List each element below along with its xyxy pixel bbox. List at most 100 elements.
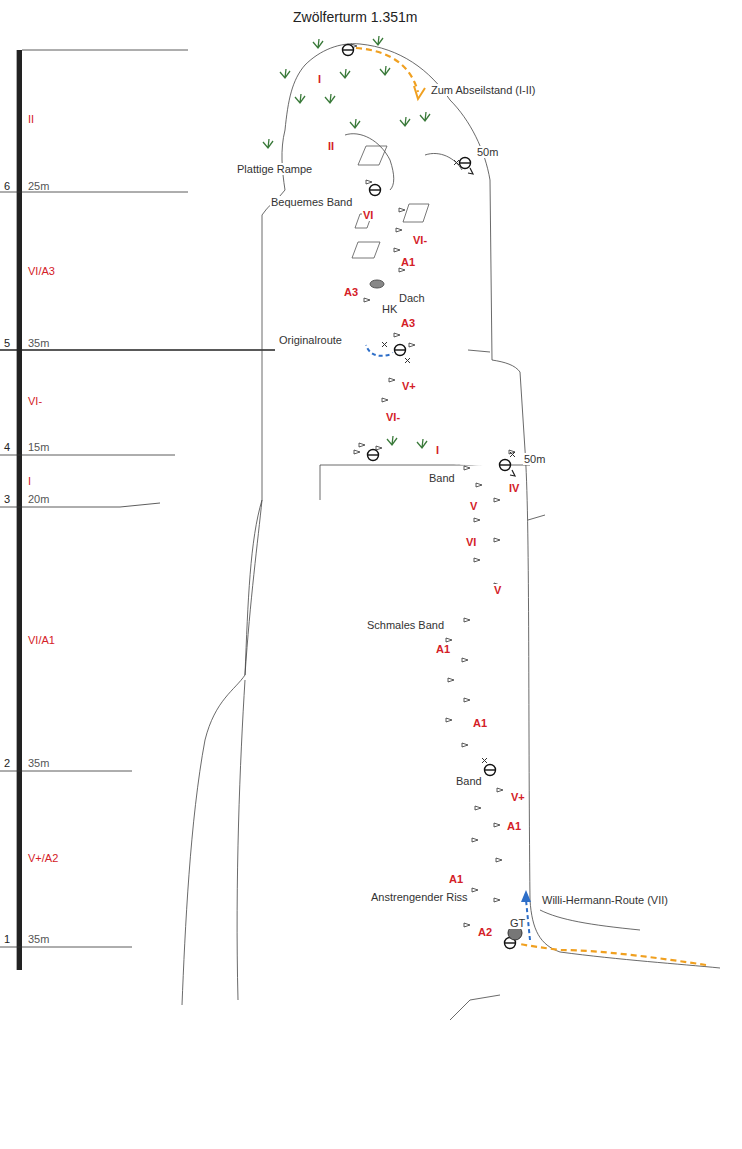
piton (497, 788, 503, 792)
grade: VI- (412, 234, 428, 246)
grass (340, 69, 350, 78)
piton (472, 838, 478, 842)
piton (496, 858, 502, 862)
scale-grade: VI/A1 (28, 634, 55, 646)
piton (394, 333, 400, 337)
place-name: Dach (398, 292, 426, 304)
piton (462, 658, 468, 662)
belay-bar (500, 464, 511, 465)
piton-marks (351, 44, 515, 932)
rock-outline (182, 44, 720, 1020)
belay-station (343, 45, 354, 56)
pitch-length: 35m (28, 337, 49, 349)
piton (399, 268, 405, 272)
piton (464, 466, 470, 470)
piton (464, 618, 470, 622)
scale-grade: II (28, 113, 34, 125)
piton (474, 558, 480, 562)
pitch-length: 20m (28, 493, 49, 505)
belay-bar (485, 769, 496, 770)
grade: II (327, 140, 335, 152)
grade: V+ (401, 380, 417, 392)
place-name: Band (428, 472, 456, 484)
place-name: Bequemes Band (270, 196, 353, 208)
pitch-length: 15m (28, 441, 49, 453)
piton (448, 678, 454, 682)
scale-grade: I (28, 475, 31, 487)
abseil-arrow (468, 168, 473, 174)
piton (494, 823, 500, 827)
place-name: HK (381, 303, 398, 315)
scale-bar (0, 50, 275, 970)
place-name: Schmales Band (366, 619, 445, 631)
pitch-length: 25m (28, 180, 49, 192)
grade: V+ (510, 791, 526, 803)
grass (380, 66, 390, 75)
grass-marks (263, 36, 430, 448)
belay-station (500, 460, 511, 471)
place-name: Band (455, 775, 483, 787)
piton (464, 923, 470, 927)
pitch-number: 6 (4, 180, 10, 192)
grade: A3 (400, 317, 416, 329)
place-name: Plattige Rampe (236, 163, 313, 175)
belay-station (368, 450, 379, 461)
piton (446, 638, 452, 642)
place-name: Originalroute (278, 334, 343, 346)
pitch-number: 2 (4, 757, 10, 769)
grass (417, 439, 427, 448)
piton (366, 180, 372, 184)
scale-grade: VI- (28, 395, 42, 407)
grade: IV (508, 482, 520, 494)
scale-grade: VI/A3 (28, 265, 55, 277)
pitch-length: 35m (28, 757, 49, 769)
piton (462, 743, 468, 747)
grade: A1 (400, 256, 416, 268)
grade: A1 (448, 873, 464, 885)
grade: I (435, 444, 440, 456)
belay-stations (343, 45, 516, 949)
length: 50m (523, 453, 546, 465)
title: Zwölferturm 1.351m (293, 10, 417, 25)
piton (476, 483, 482, 487)
scale-grade: V+/A2 (28, 852, 58, 864)
piton (474, 518, 480, 522)
grass (350, 119, 360, 128)
roof-hook (370, 280, 384, 288)
place-name: GT (509, 917, 526, 929)
grade: A1 (506, 820, 522, 832)
grass (373, 36, 383, 45)
grade: VI (465, 536, 477, 548)
piton (399, 208, 405, 212)
grade: A1 (472, 717, 488, 729)
pitch-length: 35m (28, 933, 49, 945)
grass (387, 436, 397, 445)
belay-bar (368, 454, 379, 455)
grass (263, 139, 273, 148)
piton (354, 450, 360, 454)
grass (420, 112, 430, 121)
grade: VI- (385, 411, 401, 423)
pitch-number: 1 (4, 933, 10, 945)
grass (280, 69, 290, 78)
piton (394, 248, 400, 252)
grass (325, 94, 335, 103)
piton (409, 343, 415, 347)
piton (464, 698, 470, 702)
belay-station (485, 765, 496, 776)
piton (359, 443, 365, 447)
piton (364, 298, 370, 302)
grade: A1 (435, 643, 451, 655)
piton (446, 718, 452, 722)
belay-bar (395, 349, 406, 350)
grade: V (469, 500, 478, 512)
piton (376, 446, 382, 450)
belay-bar (370, 189, 381, 190)
piton (472, 888, 478, 892)
grass (400, 117, 410, 126)
approach-path (356, 48, 706, 965)
grade: A3 (343, 286, 359, 298)
pitch-number: 3 (4, 493, 10, 505)
belay-station (460, 158, 471, 169)
